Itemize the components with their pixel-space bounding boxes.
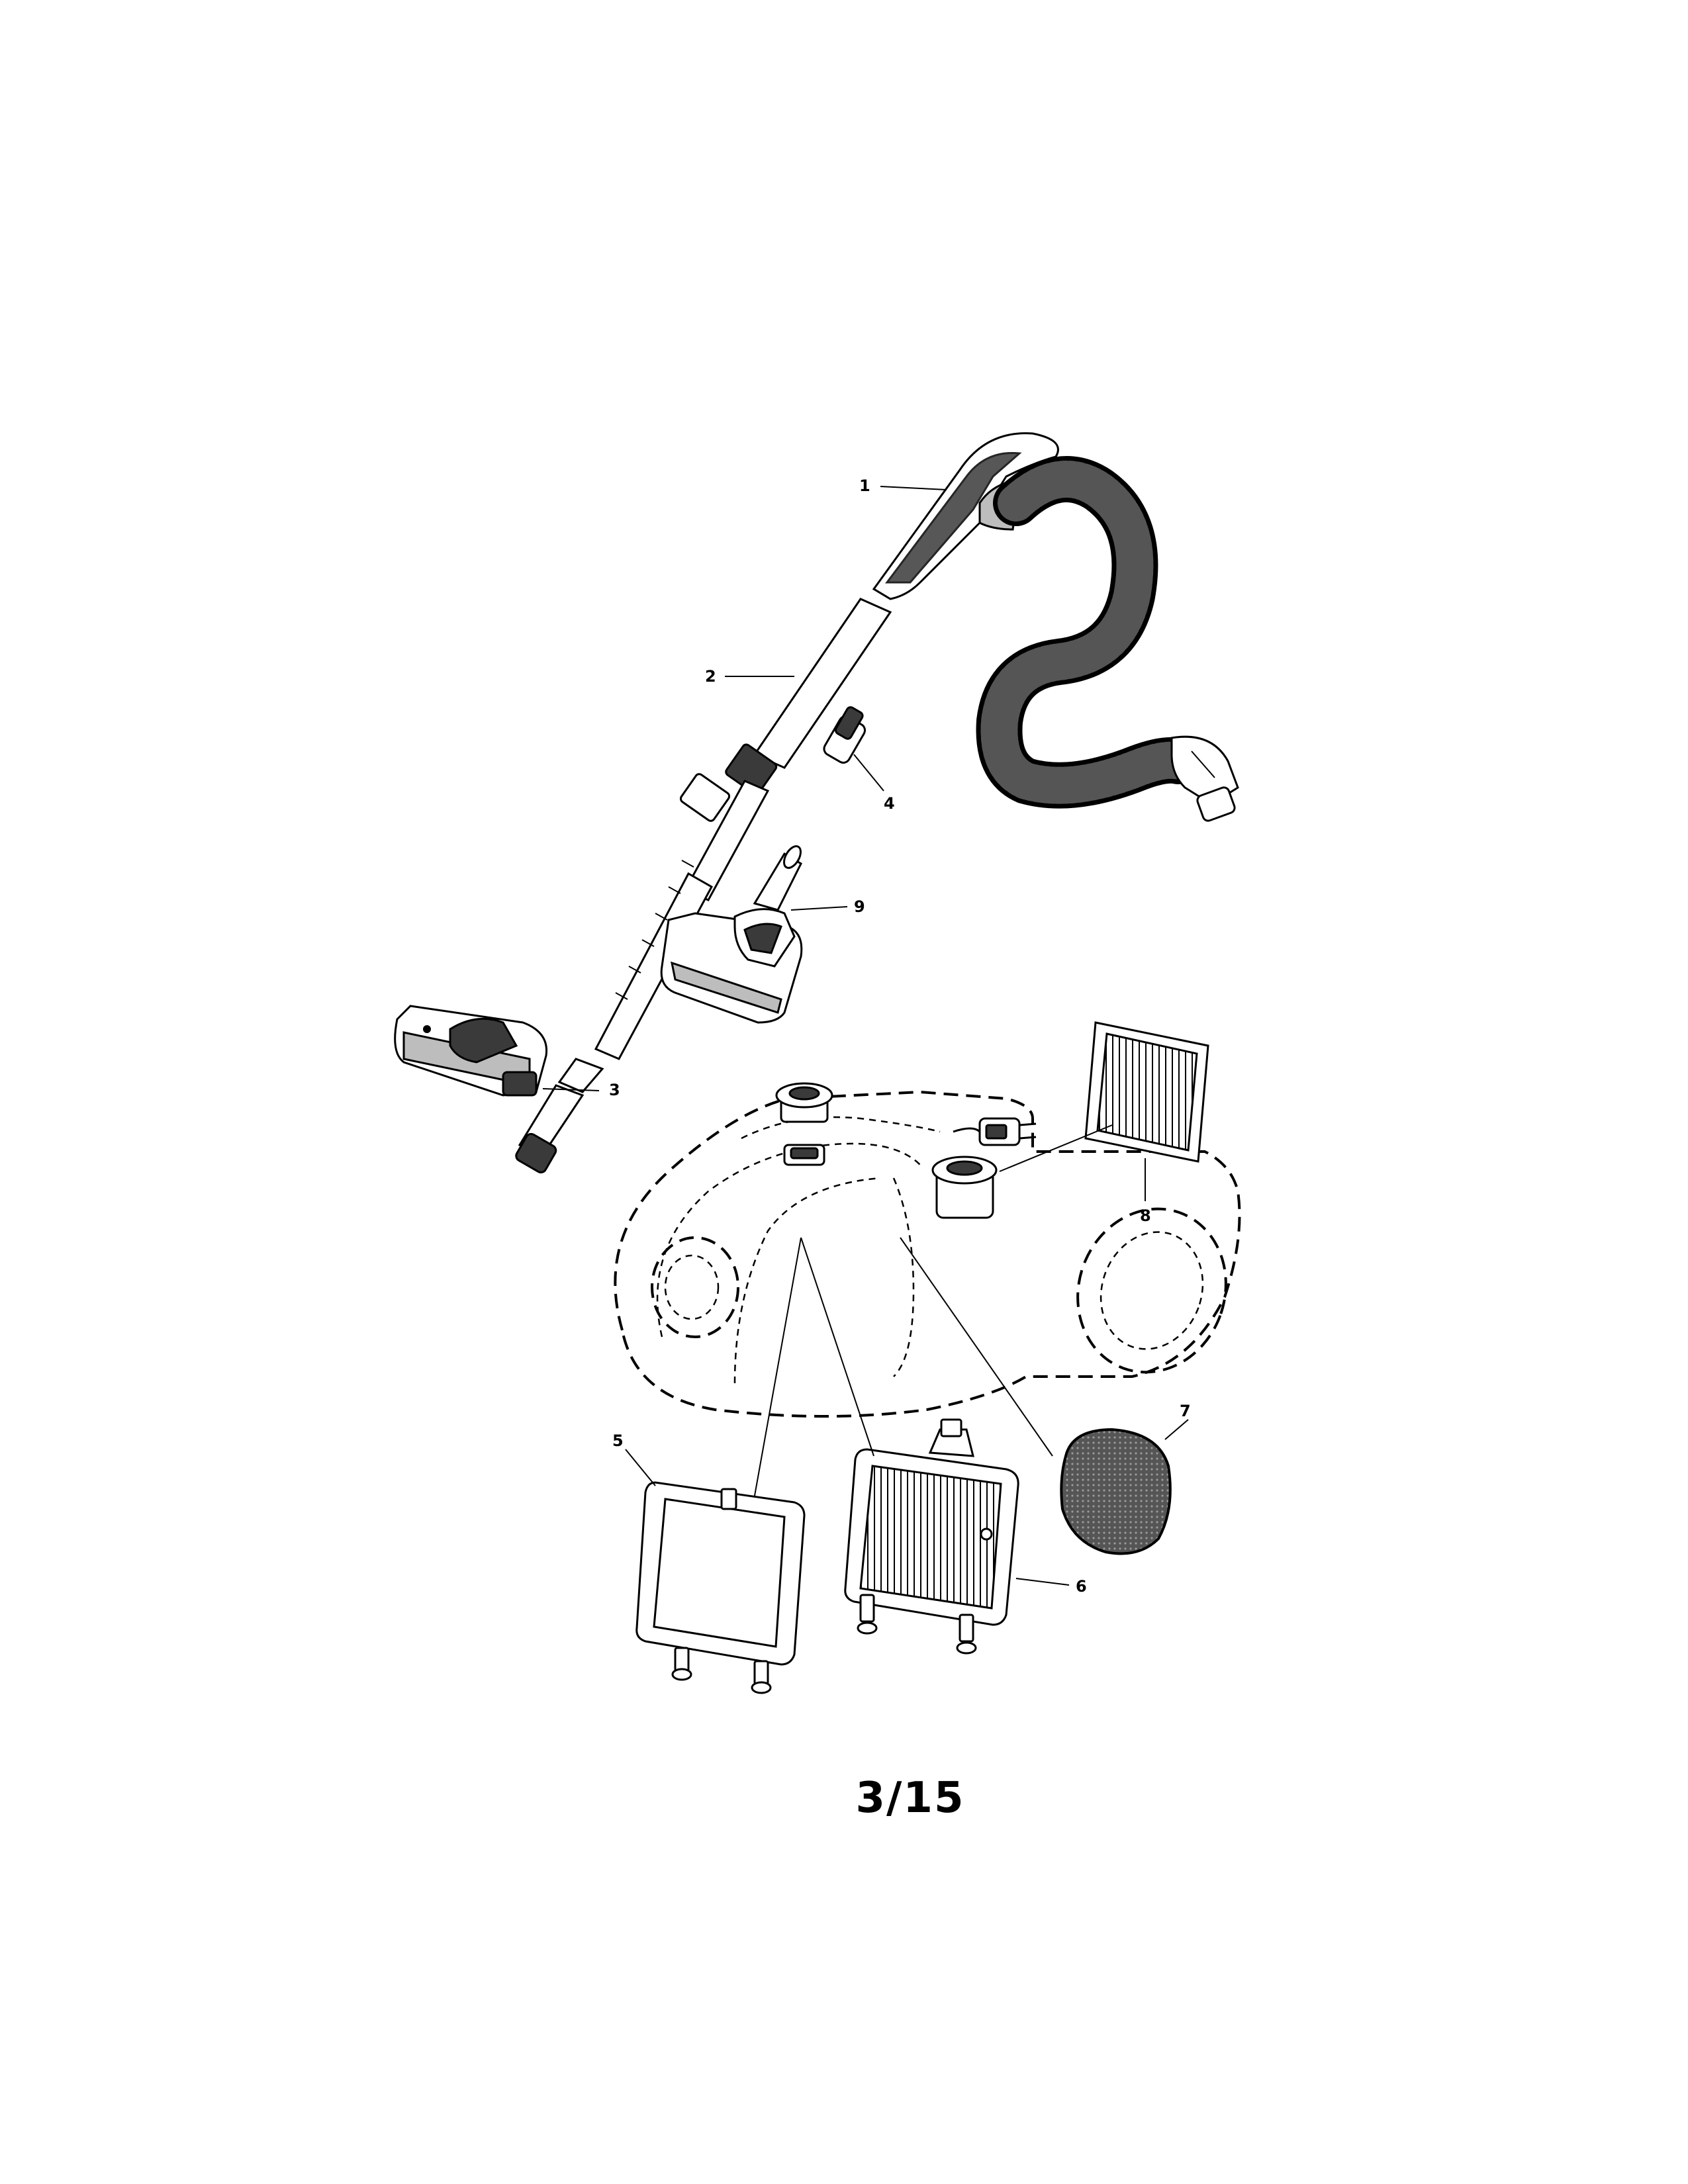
- body-top-knob: [775, 1082, 833, 1123]
- callout-6: 6: [1076, 1577, 1087, 1596]
- wand-adjust-notches: [615, 860, 694, 1000]
- body-latch: [783, 1144, 825, 1166]
- hepa-filter-part: [844, 1418, 1019, 1655]
- power-nozzle-part: [394, 1005, 557, 1173]
- hose-handle-part: [872, 432, 1239, 822]
- foam-filter-part: [1060, 1428, 1172, 1555]
- power-plug: [953, 1117, 1037, 1146]
- callout-8: 8: [1140, 1206, 1151, 1225]
- callout-4: 4: [884, 794, 895, 813]
- floor-brush-part: [660, 845, 803, 1024]
- vacuum-body-outline: [614, 1082, 1241, 1418]
- leader-lines: [542, 486, 1189, 1586]
- wand-part: [518, 598, 892, 1156]
- exhaust-filter-part: [1084, 1021, 1209, 1163]
- callout-9: 9: [854, 897, 865, 916]
- callout-2: 2: [705, 667, 716, 686]
- callout-3: 3: [609, 1081, 620, 1099]
- callout-5: 5: [612, 1432, 624, 1450]
- filter-frame-part: [635, 1481, 806, 1694]
- callout-1: 1: [859, 477, 870, 495]
- page-number: 3/15: [855, 1774, 965, 1823]
- adapter-part: [823, 706, 867, 764]
- motor-cap: [931, 1156, 998, 1219]
- callout-7: 7: [1180, 1402, 1191, 1420]
- callout-labels: 1 2 3 4 9 8 7 5 6: [609, 477, 1191, 1596]
